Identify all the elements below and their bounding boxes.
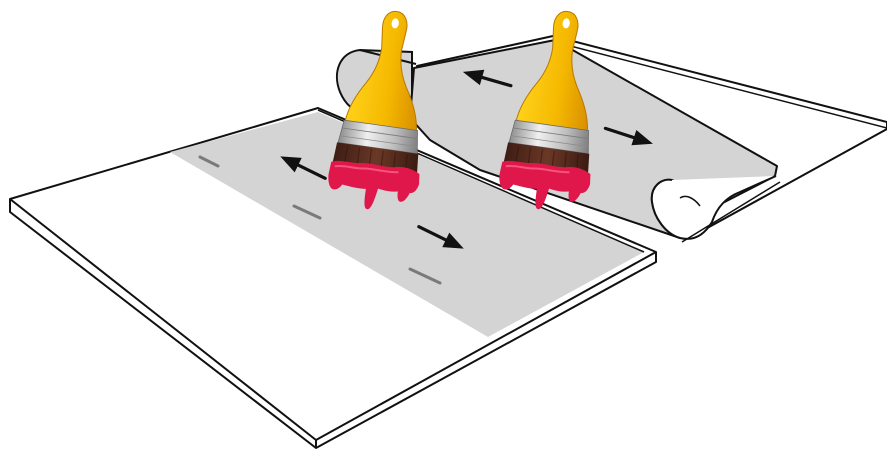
- guide-dashes: [198, 155, 442, 285]
- pasted-strip-far: [409, 39, 781, 243]
